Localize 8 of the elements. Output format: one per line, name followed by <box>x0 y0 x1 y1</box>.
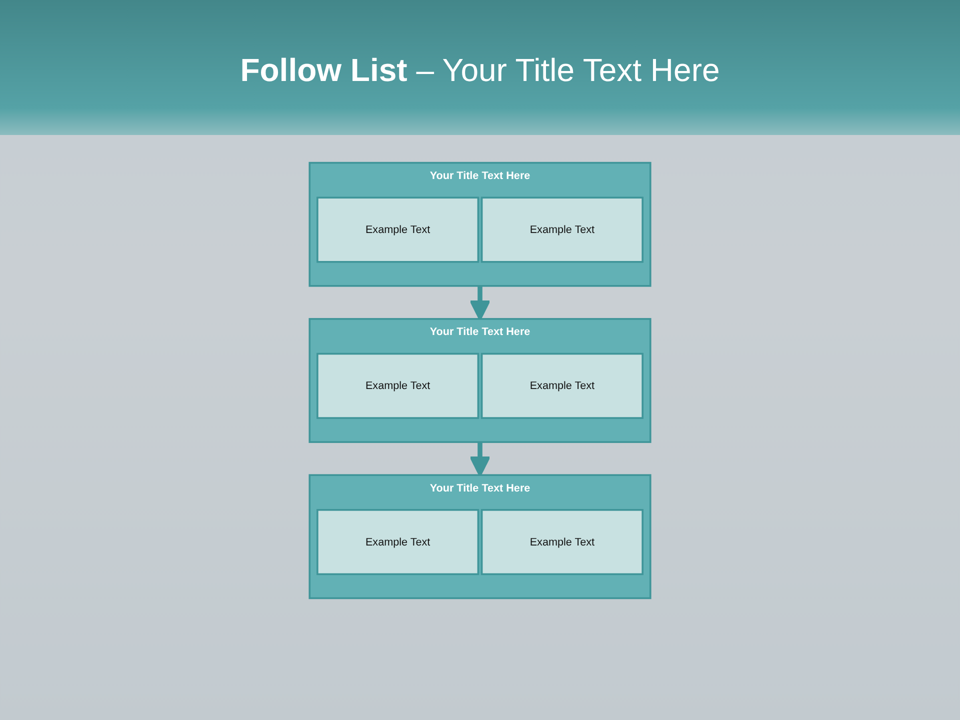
node-box: Example Text <box>480 196 644 263</box>
node-box: Example Text <box>316 509 480 576</box>
node-box: Example Text <box>316 352 480 419</box>
node-box: Example Text <box>316 196 480 263</box>
node-box: Example Text <box>480 509 644 576</box>
node-box: Example Text <box>480 352 644 419</box>
slide-title: Follow List – Your Title Text Here <box>239 52 721 89</box>
arrow <box>469 442 491 477</box>
